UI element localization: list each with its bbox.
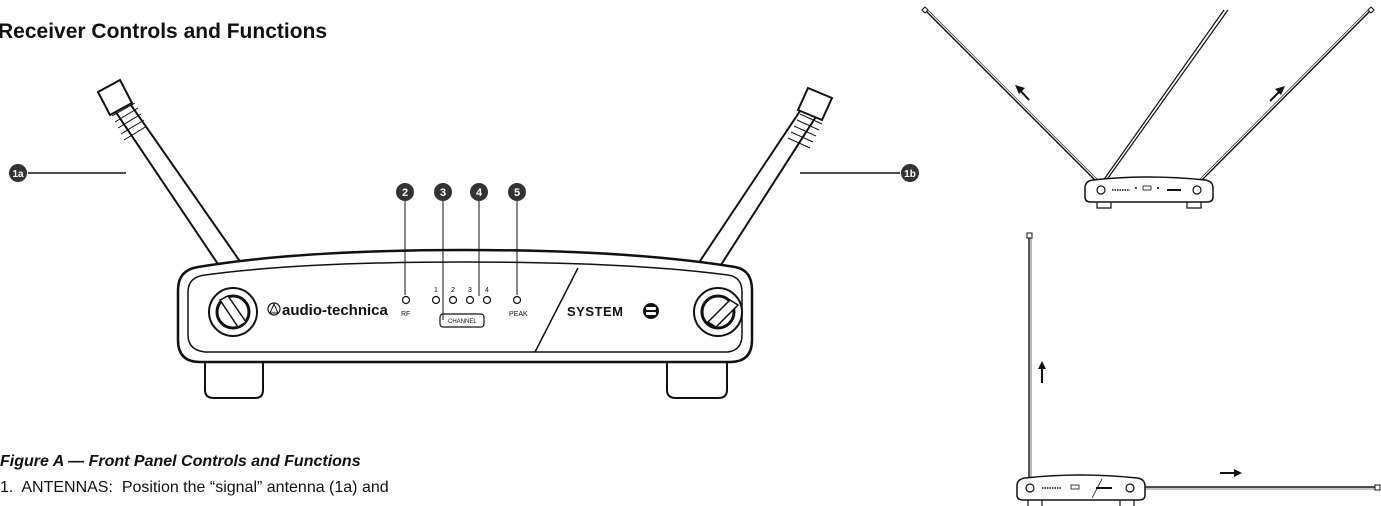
channel-leds [431, 295, 492, 305]
channel-button[interactable] [439, 313, 485, 328]
svg-text:3: 3 [440, 187, 446, 199]
receiver-feet [204, 355, 728, 399]
channel-button-label: CHANNEL [448, 319, 477, 325]
callout-1b: 1b [901, 164, 919, 182]
callout-3: 3 [434, 183, 452, 201]
receiver-body [176, 248, 754, 364]
callout-5: 5 [508, 183, 526, 201]
channel-4-number: 4 [485, 287, 489, 294]
rf-led [401, 295, 411, 305]
svg-text:2: 2 [402, 187, 408, 199]
figure-caption: Figure A — Front Panel Controls and Func… [0, 453, 361, 470]
antenna-left [96, 78, 248, 284]
callout-4: 4 [470, 183, 488, 201]
antenna-v-figure-drawing [921, 6, 1375, 209]
page-heading: Receiver Controls and Functions [0, 20, 328, 43]
channel-1-led [431, 295, 441, 305]
receiver-front-panel-figure: audio-technica RF 1 2 3 4 CHANNEL PEAK S… [9, 78, 919, 399]
peak-led [512, 295, 522, 305]
antenna-jack-right [693, 287, 743, 337]
antennas-instruction: 1. ANTENNAS: Position the “signal” anten… [0, 479, 389, 496]
antenna-l-position-figure [1016, 232, 1381, 506]
channel-2-number: 2 [451, 287, 455, 294]
callout-1a: 1a [9, 164, 27, 182]
system-logo-text: SYSTEM [567, 304, 623, 319]
antenna-right [692, 86, 834, 284]
svg-text:1b: 1b [904, 169, 916, 180]
channel-2-led [448, 295, 458, 305]
channel-3-number: 3 [468, 287, 472, 294]
channel-4-led [482, 295, 492, 305]
brand-text: audio-technica [282, 302, 389, 319]
peak-label: PEAK [509, 311, 528, 318]
callout-leaders [404, 201, 518, 320]
svg-text:1a: 1a [12, 169, 24, 180]
callout-2: 2 [396, 183, 414, 201]
channel-1-number: 1 [434, 287, 438, 294]
rf-label: RF [401, 311, 410, 318]
svg-text:4: 4 [476, 187, 483, 199]
system-9-badge [643, 303, 659, 319]
audio-technica-logo: audio-technica [267, 302, 389, 319]
antenna-v-position-figure [1099, 9, 1229, 186]
svg-text:5: 5 [514, 187, 520, 199]
channel-3-led [465, 295, 475, 305]
antenna-jack-left [208, 287, 258, 337]
